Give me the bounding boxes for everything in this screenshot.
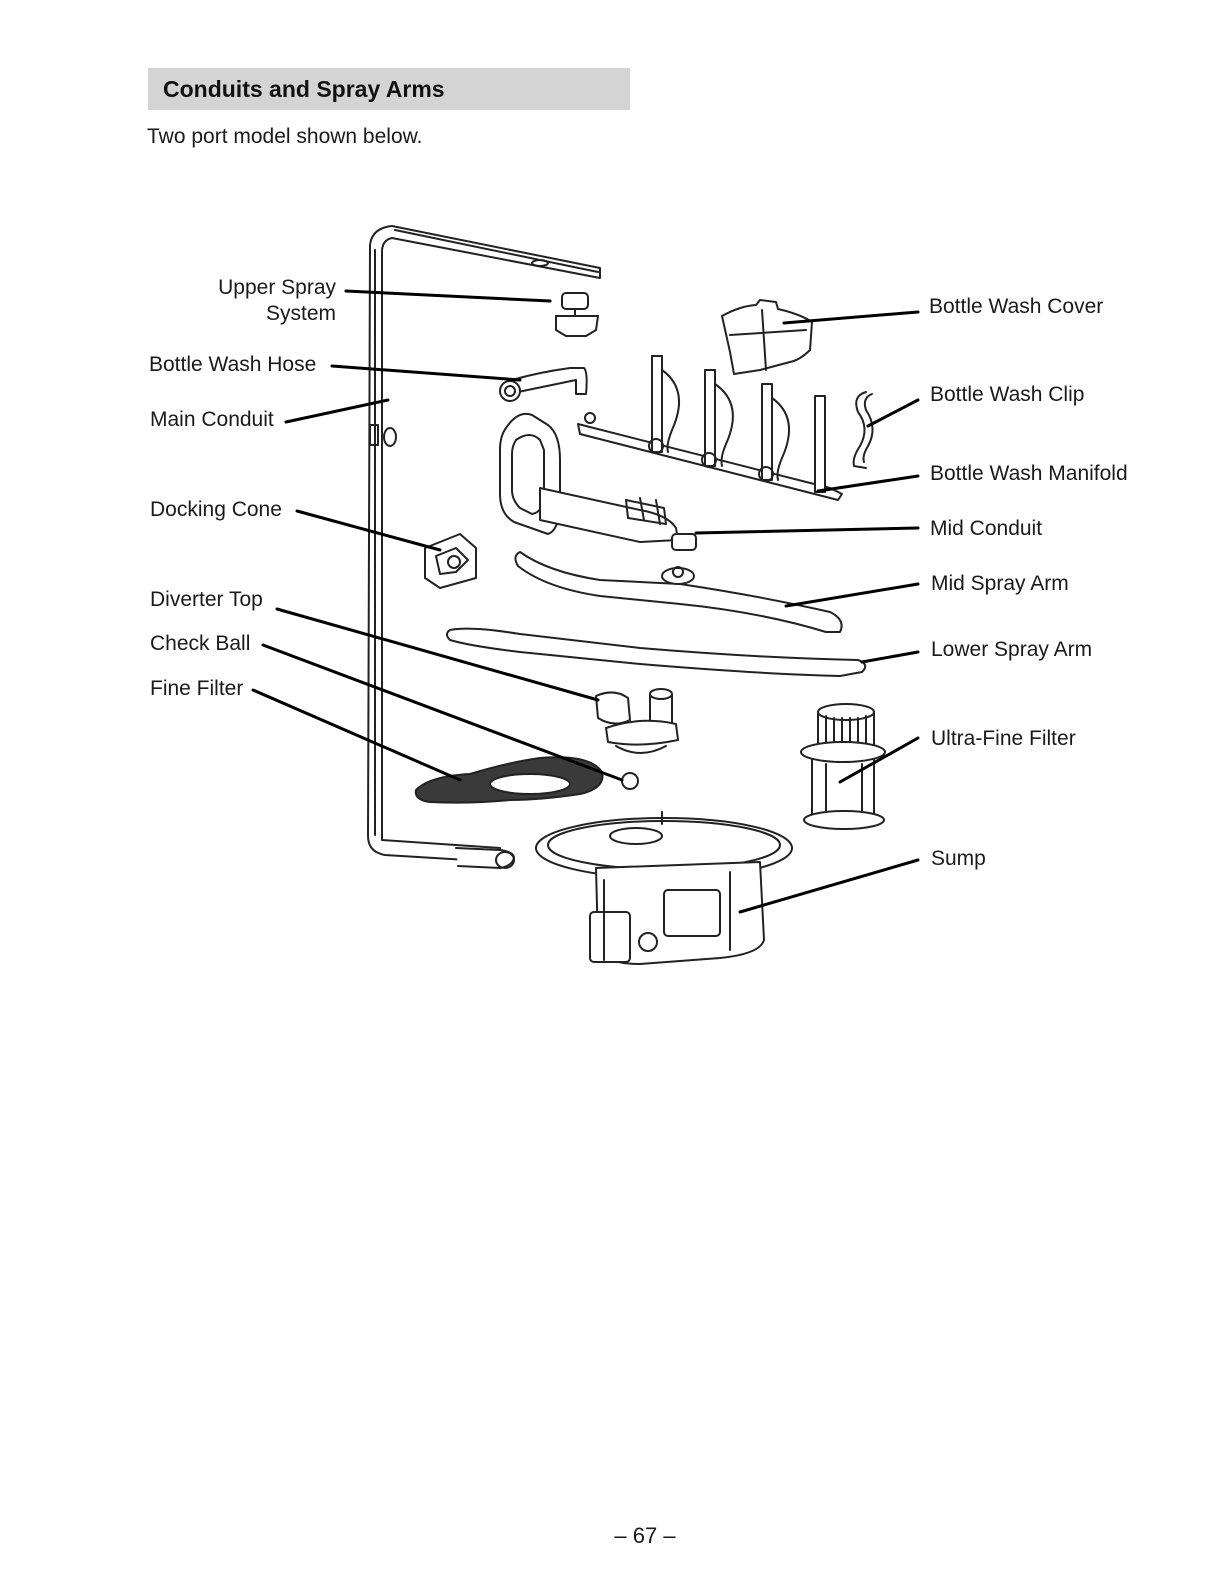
label-diverter-top: Diverter Top	[150, 587, 263, 613]
diverter-top-part	[596, 689, 678, 753]
bottle-wash-hose-part	[500, 368, 587, 401]
leader-fine-filter	[253, 690, 460, 780]
fine-filter-part	[416, 757, 603, 802]
label-bottle-wash-hose: Bottle Wash Hose	[149, 352, 316, 378]
page-number: – 67 –	[0, 1523, 1224, 1549]
label-bottle-wash-clip: Bottle Wash Clip	[930, 382, 1084, 408]
leader-bottle-wash-hose	[332, 366, 520, 380]
label-bottle-wash-manifold: Bottle Wash Manifold	[930, 461, 1128, 487]
label-mid-spray-arm: Mid Spray Arm	[931, 571, 1069, 597]
label-upper-spray-line2: System	[196, 301, 336, 327]
label-bottle-wash-cover: Bottle Wash Cover	[929, 294, 1103, 320]
label-ultra-fine-filter: Ultra-Fine Filter	[931, 726, 1076, 752]
label-upper-spray-line1: Upper Spray	[196, 275, 336, 301]
label-sump: Sump	[931, 846, 986, 872]
leader-mid-spray-arm	[786, 584, 918, 606]
label-main-conduit: Main Conduit	[150, 407, 274, 433]
label-docking-cone: Docking Cone	[150, 497, 282, 523]
upper-spray-system-part	[556, 293, 598, 336]
leader-bottle-wash-clip	[868, 400, 918, 426]
ultra-fine-filter-part	[801, 704, 885, 829]
mid-spray-arm-part	[515, 552, 841, 632]
bottle-wash-cover-part	[722, 300, 812, 374]
label-mid-conduit: Mid Conduit	[930, 516, 1042, 542]
leader-sump	[740, 860, 918, 912]
bottle-wash-manifold-part	[578, 356, 842, 500]
leader-bottle-wash-manifold	[818, 476, 918, 491]
label-lower-spray-arm: Lower Spray Arm	[931, 637, 1092, 663]
check-ball-part	[622, 773, 638, 789]
label-check-ball: Check Ball	[150, 631, 250, 657]
leader-mid-conduit	[696, 528, 918, 533]
lower-spray-arm-part	[447, 629, 865, 676]
docking-cone-part	[425, 534, 476, 588]
bottle-wash-clip-part	[854, 392, 873, 468]
leader-check-ball	[263, 645, 622, 780]
label-upper-spray-system: Upper Spray System	[196, 275, 336, 327]
label-fine-filter: Fine Filter	[150, 676, 243, 702]
sump-part	[536, 812, 792, 964]
leader-lower-spray-arm	[862, 652, 918, 662]
